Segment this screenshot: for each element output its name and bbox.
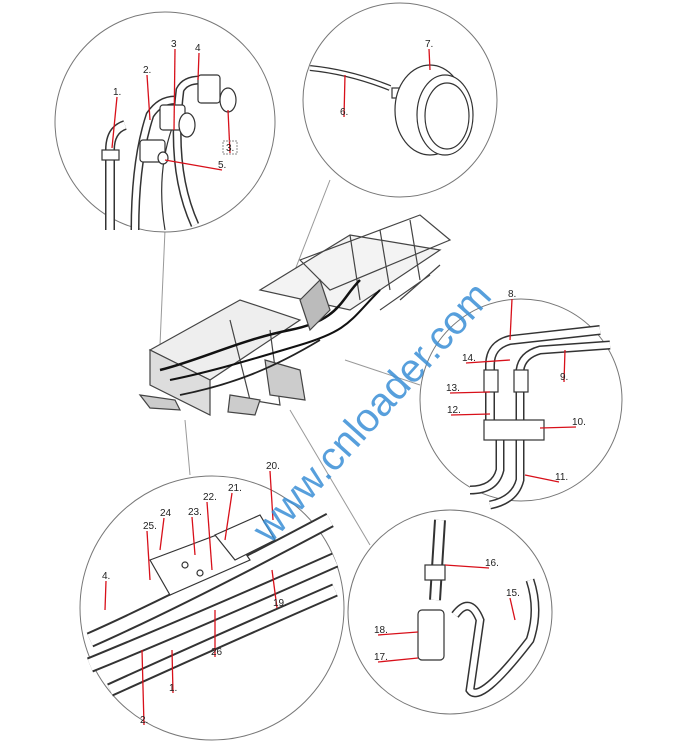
leader-line bbox=[171, 649, 174, 694]
leader-line bbox=[428, 48, 431, 71]
callout-label: 2. bbox=[143, 65, 151, 76]
callout-label: 3. bbox=[226, 143, 234, 154]
callout-label: 18. bbox=[374, 625, 388, 636]
callout-label: 25. bbox=[143, 521, 157, 532]
callout-label: 21. bbox=[228, 483, 242, 494]
callout-label: 16. bbox=[485, 558, 499, 569]
leader-line bbox=[377, 631, 419, 636]
leader-lines bbox=[104, 48, 577, 726]
callout-label: 13. bbox=[446, 383, 460, 394]
callout-label: 7. bbox=[425, 39, 433, 50]
callout-label: 19. bbox=[273, 598, 287, 609]
leader-line bbox=[269, 470, 274, 521]
callout-label: 6. bbox=[340, 107, 348, 118]
callout-label: 24 bbox=[160, 508, 172, 519]
detail-circle-bottom-right bbox=[347, 509, 553, 715]
callout-label: 23. bbox=[188, 507, 202, 518]
leader-line bbox=[173, 48, 176, 131]
callout-label: 11. bbox=[555, 472, 568, 483]
callout-label: 20. bbox=[266, 461, 280, 472]
leader-line bbox=[164, 159, 223, 171]
leader-line bbox=[539, 426, 577, 429]
fittings-right bbox=[469, 325, 611, 510]
leader-line bbox=[111, 96, 118, 149]
leader-line bbox=[104, 580, 107, 611]
callout-label: 15. bbox=[506, 588, 520, 599]
gauge-assembly bbox=[309, 64, 474, 156]
leader-line bbox=[159, 517, 165, 551]
callout-box bbox=[222, 140, 238, 155]
leader-line bbox=[197, 52, 200, 81]
leader-line bbox=[450, 413, 491, 416]
callout-label: 12. bbox=[447, 405, 461, 416]
callout-labels: 1. 2. 3 4 3.5. 6. 7. 8. 14. 9. 13. 12. 10. 11. 16. 15. 1… bbox=[102, 39, 586, 726]
callout-label: 26 bbox=[211, 647, 223, 658]
leader-line bbox=[524, 474, 560, 483]
leader-line bbox=[146, 74, 151, 121]
leader-line bbox=[449, 391, 491, 394]
callout-label: 5. bbox=[218, 160, 226, 171]
callout-label: 8. bbox=[508, 289, 516, 300]
callout-label: 10. bbox=[572, 417, 586, 428]
callout-label: 22. bbox=[203, 492, 217, 503]
leader-line bbox=[227, 109, 231, 154]
leader-line bbox=[465, 359, 511, 364]
fittings-bottom-left bbox=[86, 512, 339, 697]
leader-line bbox=[191, 516, 196, 556]
callout-label: 17. bbox=[374, 652, 388, 663]
callout-label: 4 bbox=[195, 43, 201, 54]
callout-label: 4. bbox=[102, 571, 110, 582]
leader-line bbox=[563, 349, 566, 383]
leader-line bbox=[509, 298, 513, 341]
callout-label: 1. bbox=[113, 87, 121, 98]
callout-label: 1. bbox=[169, 683, 177, 694]
callout-label: 9. bbox=[560, 372, 568, 383]
leader-line bbox=[444, 564, 490, 569]
callout-label: 3 bbox=[171, 39, 177, 50]
callout-label: 14. bbox=[462, 353, 476, 364]
leader-line bbox=[509, 597, 516, 621]
detail-connector-lines bbox=[159, 179, 421, 546]
leader-line bbox=[377, 657, 419, 663]
leader-line bbox=[146, 530, 151, 581]
leader-line bbox=[271, 569, 278, 609]
leader-line bbox=[343, 74, 346, 118]
leader-line bbox=[206, 501, 213, 571]
fittings-bottom-right bbox=[417, 519, 540, 698]
machine-chassis bbox=[138, 214, 452, 416]
leader-line bbox=[141, 649, 145, 726]
leader-line bbox=[224, 492, 233, 541]
callout-label: 2. bbox=[140, 715, 148, 726]
